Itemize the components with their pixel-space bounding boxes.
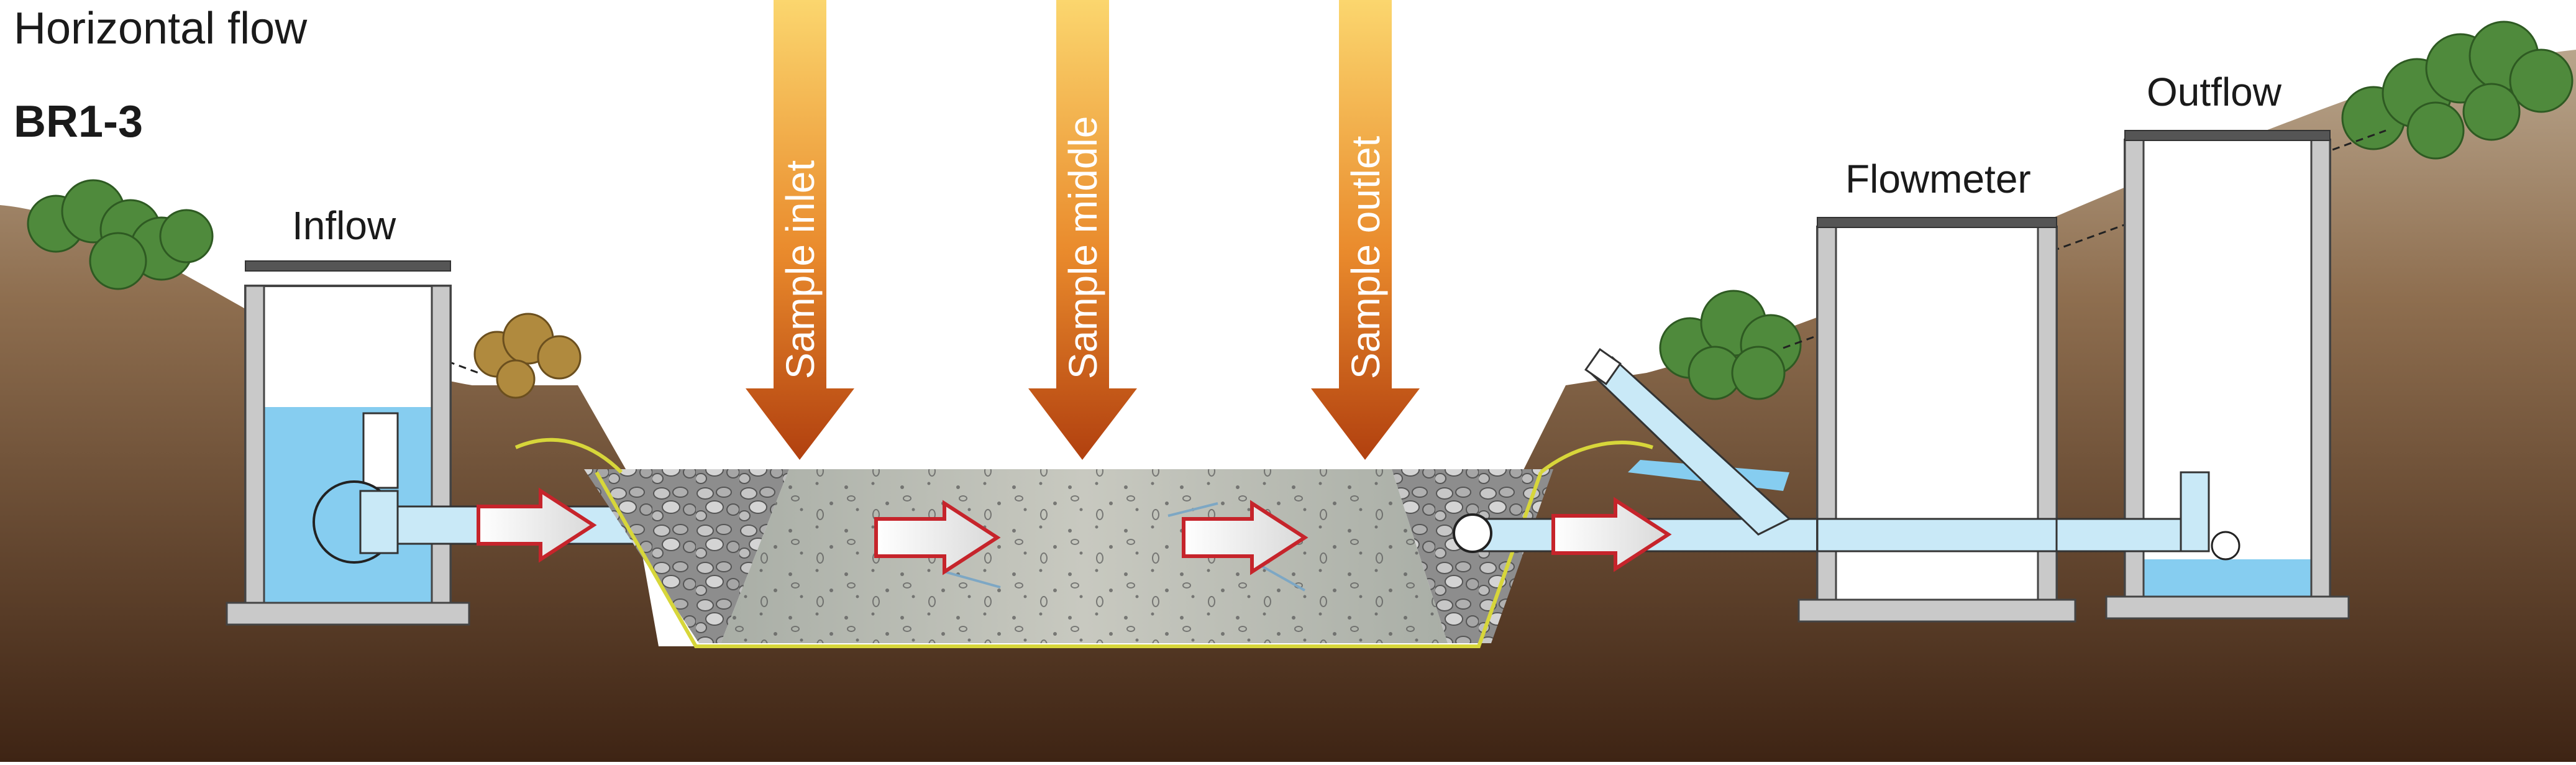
diagram-title: Horizontal flow xyxy=(14,4,308,53)
sample-arrow-middle: Sample middle xyxy=(1028,0,1137,460)
tree-left-icon xyxy=(27,179,214,290)
flow-arrow xyxy=(477,487,597,563)
sample-middle-label: Sample middle xyxy=(1061,116,1105,379)
outflow-box xyxy=(2055,130,2350,620)
inflow-label: Inflow xyxy=(292,203,396,248)
tree-right-icon xyxy=(2341,21,2574,160)
outflow-label: Outflow xyxy=(2147,70,2282,114)
sample-inlet-label: Sample inlet xyxy=(778,160,823,379)
diagram-subtitle: BR1-3 xyxy=(14,97,143,147)
sample-outlet-label: Sample outlet xyxy=(1343,135,1388,379)
flowmeter-box xyxy=(1797,217,2076,623)
flow-arrow xyxy=(1182,500,1309,575)
shrub-icon xyxy=(473,313,582,399)
flowmeter-label: Flowmeter xyxy=(1845,157,2031,201)
sample-arrow-outlet: Sample outlet xyxy=(1311,0,1420,460)
flow-arrow xyxy=(874,500,1001,575)
inflow-well xyxy=(226,260,470,626)
sample-arrow-inlet: Sample inlet xyxy=(746,0,854,460)
tree-mid-icon xyxy=(1659,290,1802,400)
flow-arrow xyxy=(1551,497,1672,572)
flow-arrows xyxy=(477,487,1672,575)
